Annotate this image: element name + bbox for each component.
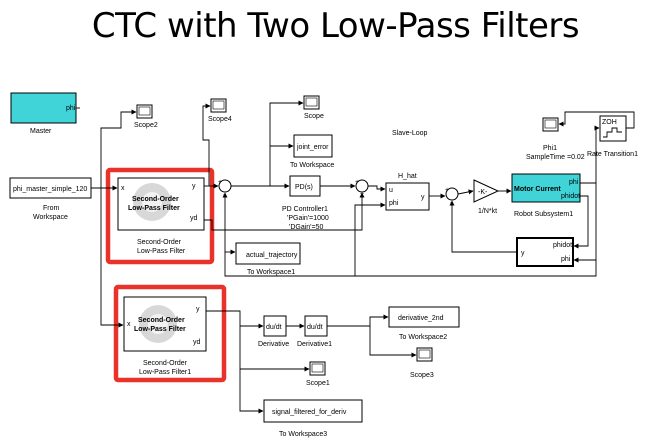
pd-label1: PD Controller1 [282,206,328,213]
derivative1-block[interactable]: du/dt Derivative1 [297,315,332,348]
lpf2-label1: Second-Order [143,360,188,367]
from-workspace-label2: Workspace [33,214,68,221]
sum-block-2[interactable]: + + [355,179,369,198]
derivative1-label: Derivative1 [297,341,332,348]
pd-label2: 'PGain'=1000 [287,215,329,222]
robot-subsystem-block[interactable]: Motor Current phi phidot Robot Subsystem… [511,173,581,218]
h-hat-label: H_hat [398,173,417,180]
scope3-label: Scope3 [410,372,434,379]
derivative-2nd-block[interactable]: derivative_2nd To Workspace2 [388,306,460,341]
master-block[interactable]: phi Master [10,92,77,135]
derivative-2nd-label: To Workspace2 [399,334,447,341]
page-title: CTC with Two Low-Pass Filters [91,6,580,46]
lpf1-inner-text1: Second-Order [132,196,179,203]
motor-text: Motor Current [514,186,561,193]
derivative-label: Derivative [258,341,289,348]
scope2-label: Scope2 [134,122,158,129]
h-hat-port-y: y [421,194,425,201]
master-port-label: phi [66,105,76,112]
lpf1-label2: Low-Pass Filter [137,248,186,255]
scope2-block[interactable]: Scope2 [134,104,158,129]
lpf1-label1: Second-Order [137,239,182,246]
gain-text: -K- [478,189,488,196]
slave-loop-label: Slave-Loop [392,130,428,137]
svg-text:+: + [445,187,449,194]
phi1-sample: SampleTime =0.02 [526,154,585,161]
h-hat-block[interactable]: H_hat u phi y [385,173,430,211]
lpf1-inner-text2: Low-Pass Filter [128,205,180,212]
scope-block[interactable]: Scope [303,95,324,120]
motor-port-phidot: phidot [561,193,580,200]
actual-trajectory-label: To Workspace1 [247,269,295,276]
low-pass-filter-2-block[interactable]: Second-Order Low-Pass Filter x y yd Seco… [123,296,207,376]
svg-text:+: + [218,179,222,186]
svg-text:-: - [450,200,453,207]
scope1-label: Scope1 [306,380,330,387]
rate-transition-label: Rate Transition1 [587,151,638,158]
low-pass-filter-1-block[interactable]: Second-Order Low-Pass Filter x y yd Seco… [117,177,205,255]
lpf1-port-yd: yd [190,215,198,222]
sum-block-3[interactable]: + - [445,187,459,207]
actual-trajectory-text: actual_trajectory [246,252,298,259]
actual-trajectory-block[interactable]: actual_trajectory To Workspace1 [235,242,301,276]
derivative-2nd-text: derivative_2nd [398,315,444,322]
feedback-port-y: y [521,250,525,257]
lpf2-label2: Low-Pass Filter1 [139,369,191,376]
h-hat-port-u: u [389,187,393,194]
scope4-block[interactable]: Scope4 [208,98,232,123]
lpf1-port-y: y [192,183,196,190]
lpf1-port-x: x [121,185,125,192]
highlight-box-2 [113,284,227,383]
pd-controller-block[interactable]: PD(s) PD Controller1 'PGain'=1000 'DGain… [282,175,329,231]
phi1-block[interactable]: Phi1 SampleTime =0.02 [526,117,585,161]
scope3-block[interactable]: Scope3 [410,347,434,379]
highlight-box-1 [105,167,215,265]
gain-block[interactable]: -K- 1/N*kt [473,179,500,215]
signal-filtered-text: signal_filtered_for_deriv [272,409,347,416]
master-label: Master [30,128,52,135]
motor-label: Robot Subsystem1 [514,211,573,218]
lpf2-port-yd: yd [193,339,201,346]
lpf2-port-y: y [196,306,200,313]
derivative1-text: du/dt [307,324,323,331]
motor-port-phi: phi [569,179,579,186]
joint-error-label: To Workspace [290,162,334,169]
pd-text: PD(s) [295,184,313,191]
from-workspace-block[interactable]: phi_master_simple_120 From Workspace [9,177,92,221]
feedback-block[interactable]: y phidot phi [516,237,574,267]
svg-text:-: - [223,192,226,199]
h-hat-port-phi: phi [389,200,399,207]
feedback-port-phi: phi [561,256,571,263]
joint-error-block[interactable]: joint_error To Workspace [290,134,334,169]
signal-filtered-label: To Workspace3 [279,431,327,438]
svg-text:+: + [355,179,359,186]
pd-label3: 'DGain'=50 [289,224,323,231]
scope4-label: Scope4 [208,116,232,123]
phi1-label: Phi1 [543,145,557,152]
lpf2-port-x: x [127,321,131,328]
lpf2-inner-text1: Second-Order [138,317,185,324]
rate-transition-block[interactable]: ZOH Rate Transition1 [587,115,638,158]
derivative-text: du/dt [266,324,282,331]
derivative-block[interactable]: du/dt Derivative [258,315,289,348]
feedback-port-phidot: phidot [553,242,572,249]
scope-label: Scope [304,113,324,120]
from-workspace-label1: From [43,205,60,212]
signal-filtered-block[interactable]: signal_filtered_for_deriv To Workspace3 [263,399,363,438]
zoh-label: ZOH [602,119,617,126]
from-workspace-text: phi_master_simple_120 [13,186,87,193]
signal-lines [76,100,635,414]
lpf2-inner-text2: Low-Pass Filter [134,326,186,333]
sum-block-1[interactable]: + - [218,179,232,199]
scope1-block[interactable]: Scope1 [306,361,330,387]
gain-label: 1/N*kt [478,208,497,215]
joint-error-text: joint_error [296,144,329,151]
